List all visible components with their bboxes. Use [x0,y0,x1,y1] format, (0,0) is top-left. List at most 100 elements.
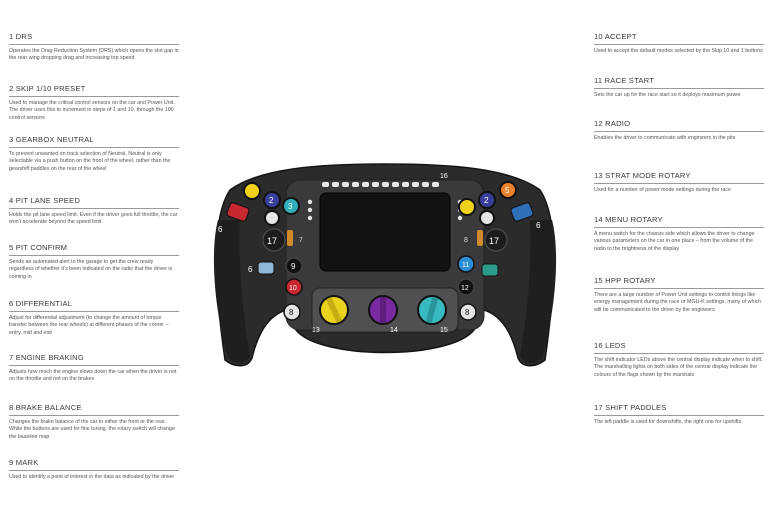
shift-paddle-right [484,228,508,252]
legend-item-description: Enables the driver to communicate with e… [594,135,736,141]
legend-item-title: 2 SKIP 1/10 PRESET [9,84,179,97]
button-8-brake-balance-right [459,303,477,321]
label-15: 15 [440,327,448,334]
legend-item-title: 15 HPP ROTARY [594,276,764,289]
legend-item-description: Used for a number of power mode settings… [594,187,731,193]
legend-item-title: 17 SHIFT PADDLES [594,403,764,416]
label-9: 9 [291,262,296,271]
label-11: 11 [462,262,469,269]
button-3-neutral [282,197,300,215]
legend-item: 5 PIT CONFIRM Sends an automated alert t… [9,243,179,281]
legend-item: 4 PIT LANE SPEED Holds the pit lane spee… [9,196,179,227]
legend-item: 14 MENU ROTARY A menu switch for the cha… [594,215,764,253]
button-4-pit-speed [264,210,280,226]
legend-item-description: To prevent unwanted on track selection o… [9,151,171,172]
button-1-drs [243,182,261,200]
differential-switch-right [510,202,534,222]
legend-item-title: 16 LEDs [594,341,764,354]
label-3: 3 [288,202,293,211]
shift-led-strip [322,182,439,187]
button-1-drs-right [458,198,476,216]
central-display [319,192,451,272]
legend-item-title: 11 RACE START [594,76,764,89]
label-8-left: 8 [289,308,294,317]
steering-wheel-svg: 16 2 3 6 5 2 6 17 17 7 8 9 6 10 8 11 12 … [213,163,557,367]
label-6-top-left: 6 [218,225,223,234]
legend-item-title: 13 STRAT MODE ROTARY [594,171,764,184]
legend-item: 6 DIFFERENTIAL Adjust for differential a… [9,299,179,337]
differential-switch-left [226,202,250,222]
legend-item: 15 HPP ROTARY There are a large number o… [594,276,764,314]
legend-item-description: A menu switch for the chassis side which… [594,231,755,252]
legend-item: 2 SKIP 1/10 PRESET Used to manage the cr… [9,84,179,122]
differential-switch-lower-left [257,261,275,275]
button-2-skip-right [478,191,496,209]
legend-item-description: Used to accept the default modes selecte… [594,48,763,54]
legend-item: 17 SHIFT PADDLES The left paddle is used… [594,403,764,426]
legend-item-title: 4 PIT LANE SPEED [9,196,179,209]
legend-item-title: 12 RADIO [594,119,764,132]
label-13: 13 [312,327,320,334]
legend-item-description: The shift indicator LEDs above the centr… [594,357,763,378]
legend-item-description: Operates the Drag Reduction System (DRS)… [9,48,179,62]
legend-item-description: Sets the car up for the race start so it… [594,92,741,98]
label-8-upper: 8 [464,237,468,244]
legend-item-description: Used to identify a point of interest in … [9,474,175,480]
label-12: 12 [461,285,469,292]
label-10: 10 [289,285,297,292]
shift-paddle-left [262,228,286,252]
button-2-skip-left [263,191,281,209]
steering-wheel-illustration: 16 2 3 6 5 2 6 17 17 7 8 9 6 10 8 11 12 … [200,160,570,370]
legend-item-title: 3 GEARBOX NEUTRAL [9,135,179,148]
legend-item-description: There are a large number of Power Unit s… [594,292,762,313]
button-right-white [479,210,495,226]
legend-item: 10 ACCEPT Used to accept the default mod… [594,32,764,55]
button-8-brake-balance-left [283,303,301,321]
legend-item-description: Changes the brake balance of the car to … [9,419,175,440]
legend-item-description: The left paddle is used for downshifts, … [594,419,742,425]
legend-item-title: 5 PIT CONFIRM [9,243,179,256]
right-grip [520,220,557,364]
label-16: 16 [440,173,448,180]
clutch-toggle-right [477,230,483,246]
legend-item-title: 1 DRS [9,32,179,45]
legend-item: 12 RADIO Enables the driver to communica… [594,119,764,142]
legend-item-title: 6 DIFFERENTIAL [9,299,179,312]
legend-item-description: Sends an automated alert to the garage t… [9,259,173,280]
legend-item: 13 STRAT MODE ROTARY Used for a number o… [594,171,764,194]
legend-item-title: 7 ENGINE BRAKING [9,353,179,366]
label-7: 7 [299,237,303,244]
marshalling-lights-left [307,199,313,221]
legend-item-title: 10 ACCEPT [594,32,764,45]
legend-item: 9 MARK Used to identify a point of inter… [9,458,179,481]
label-17-right: 17 [489,236,499,246]
legend-item: 8 BRAKE BALANCE Changes the brake balanc… [9,403,179,441]
legend-item-title: 14 MENU ROTARY [594,215,764,228]
legend-item-description: Adjusts how much the engine slows down t… [9,369,177,383]
label-14: 14 [390,327,398,334]
legend-item-title: 9 MARK [9,458,179,471]
legend-item-description: Holds the pit lane speed limit. Even if … [9,212,178,226]
label-17-left: 17 [267,236,277,246]
legend-item: 3 GEARBOX NEUTRAL To prevent unwanted on… [9,135,179,173]
label-2-left: 2 [269,196,274,205]
legend-item-description: Adjust for differential adjustment (to c… [9,315,169,336]
left-grip [213,220,250,364]
label-6-top-right: 6 [536,221,541,230]
button-11-race-start [457,255,475,273]
legend-item: 1 DRS Operates the Drag Reduction System… [9,32,179,63]
button-5-pit-confirm [499,181,517,199]
label-5: 5 [505,186,510,195]
differential-switch-lower-right [481,263,499,277]
clutch-toggle-left [287,230,293,246]
legend-item-title: 8 BRAKE BALANCE [9,403,179,416]
button-9-mark [285,257,303,275]
legend-item: 7 ENGINE BRAKING Adjusts how much the en… [9,353,179,384]
button-12-radio [457,278,475,296]
label-6-lower-left: 6 [248,265,253,274]
label-2-right: 2 [484,196,489,205]
label-8-right: 8 [465,308,470,317]
legend-item: 11 RACE START Sets the car up for the ra… [594,76,764,99]
legend-item: 16 LEDs The shift indicator LEDs above t… [594,341,764,379]
legend-item-description: Used to manage the critical control sens… [9,100,175,121]
